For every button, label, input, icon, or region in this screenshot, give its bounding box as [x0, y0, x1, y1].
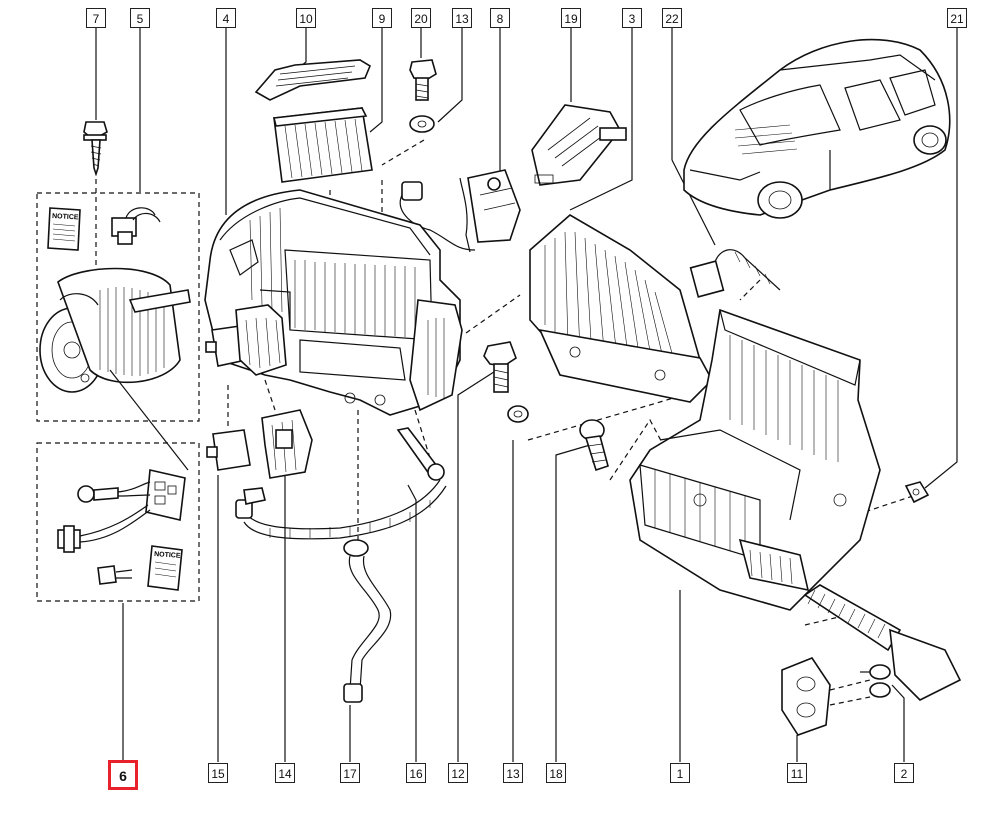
kit-boxes — [36, 192, 200, 602]
callout-15[interactable]: 15 — [208, 763, 228, 783]
heater-core-part-2 — [803, 584, 962, 701]
callout-3[interactable]: 3 — [622, 8, 642, 28]
drain-pipe-part-17 — [343, 539, 392, 703]
svg-text:NOTICE: NOTICE — [52, 213, 79, 221]
callout-14[interactable]: 14 — [275, 763, 295, 783]
callout-16[interactable]: 16 — [406, 763, 426, 783]
callout-22[interactable]: 22 — [662, 8, 682, 28]
filter-part-9 — [273, 107, 373, 183]
callout-2[interactable]: 2 — [894, 763, 914, 783]
callout-20[interactable]: 20 — [411, 8, 431, 28]
probe-part-16 — [235, 427, 447, 540]
kit-5-contents: NOTICE — [39, 207, 191, 393]
kit-6-contents: NOTICE — [57, 469, 186, 591]
hvac-unit-part-1 — [629, 308, 881, 611]
callout-9[interactable]: 9 — [372, 8, 392, 28]
callout-6-highlighted[interactable]: 6 — [108, 760, 138, 790]
bolt-part-18 — [579, 419, 609, 472]
bolt-part-12 — [483, 341, 529, 423]
heater-housing-part-4 — [204, 189, 463, 416]
callout-12[interactable]: 12 — [448, 763, 468, 783]
callout-13-bottom[interactable]: 13 — [503, 763, 523, 783]
callout-21[interactable]: 21 — [947, 8, 967, 28]
callout-4[interactable]: 4 — [216, 8, 236, 28]
callout-1[interactable]: 1 — [670, 763, 690, 783]
callout-7[interactable]: 7 — [86, 8, 106, 28]
actuator-parts-15-14 — [205, 304, 313, 479]
callout-10[interactable]: 10 — [296, 8, 316, 28]
callout-17[interactable]: 17 — [340, 763, 360, 783]
module-part-19 — [531, 104, 627, 186]
clip-part-21 — [904, 481, 930, 504]
leader-lines — [95, 28, 958, 762]
duct-part-10 — [254, 59, 372, 101]
callout-18[interactable]: 18 — [546, 763, 566, 783]
callout-5[interactable]: 5 — [130, 8, 150, 28]
callout-8[interactable]: 8 — [490, 8, 510, 28]
callout-13-top[interactable]: 13 — [452, 8, 472, 28]
seal-part-11 — [781, 657, 831, 736]
cable-part-22 — [689, 249, 781, 298]
svg-text:NOTICE: NOTICE — [154, 551, 181, 560]
screw-part-7 — [83, 121, 108, 177]
bolt-part-20 — [409, 59, 437, 133]
sensor-part-8 — [399, 169, 521, 253]
duct-part-3 — [529, 214, 713, 403]
car-illustration — [683, 38, 951, 219]
callout-11[interactable]: 11 — [787, 763, 807, 783]
callout-19[interactable]: 19 — [561, 8, 581, 28]
